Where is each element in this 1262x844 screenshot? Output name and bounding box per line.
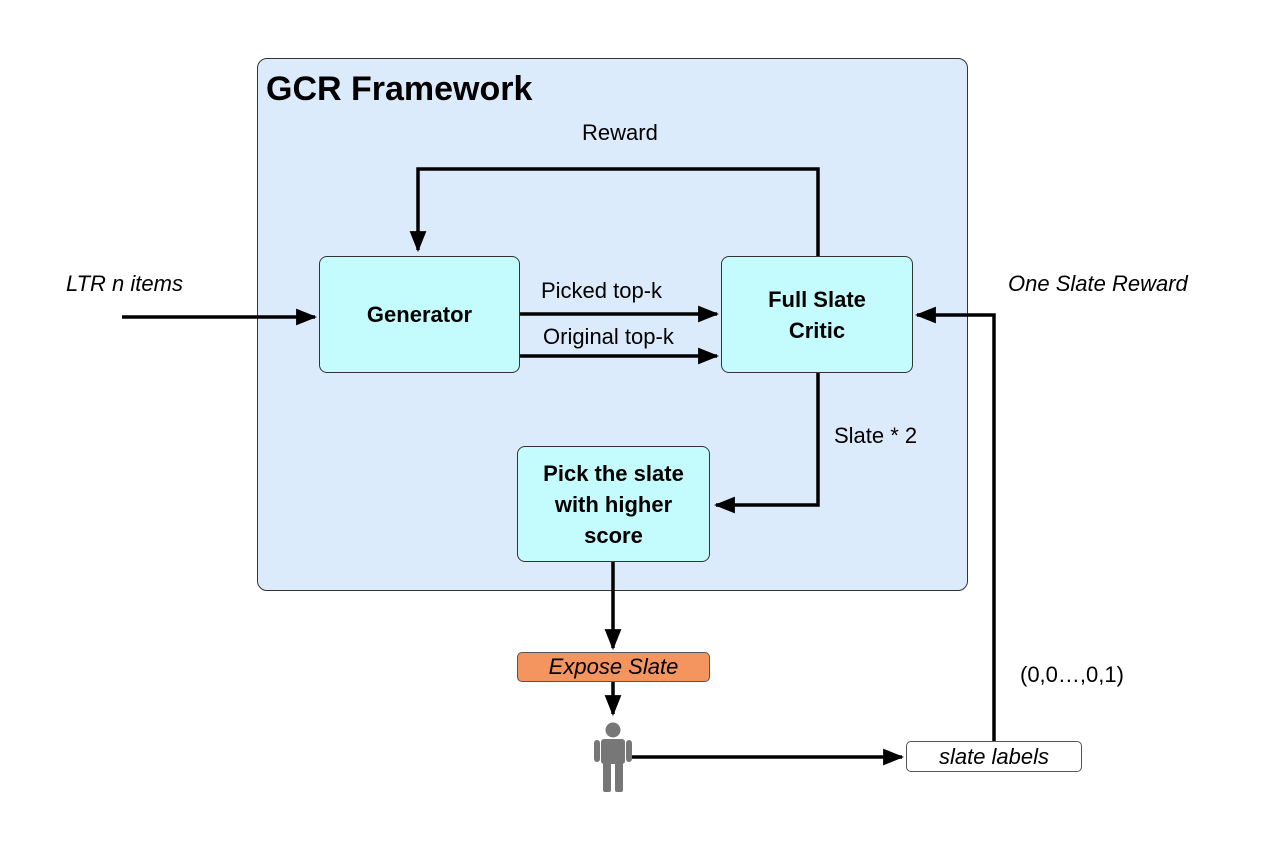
picker-label-line-1: Pick the slate [543,460,684,486]
person-icon [594,722,632,792]
picked-topk-label: Picked top-k [541,278,663,303]
label-vector-label: (0,0…,0,1) [1020,662,1124,687]
critic-label-line-2: Critic [788,317,846,343]
original-topk-label: Original top-k [543,324,674,349]
slate-labels-label: slate labels [938,743,1050,769]
critic-label-line-1: Full Slate [768,286,866,312]
input-label: LTR n items [66,271,183,296]
framework-title: GCR Framework [266,70,533,108]
labels-to-critic-arrow [914,306,996,741]
pick-higher-score-node: Pick the slate with higher score [517,446,710,562]
picker-label: Pick the slate with higher score [543,458,684,551]
expose-slate-label: Expose Slate [548,654,679,679]
generator-node: Generator [319,256,520,373]
reward-loop-arrow [409,167,820,256]
generator-label: Generator [366,302,473,327]
expose-slate-node: Expose Slate [517,652,710,682]
reward-label: Reward [582,120,658,145]
picker-label-line-3: score [584,522,643,548]
slate-x2-label: Slate * 2 [834,423,918,448]
one-slate-reward-label: One Slate Reward [1008,271,1188,296]
full-slate-critic-node: Full Slate Critic [721,256,913,373]
picker-label-line-2: with higher [554,491,673,517]
slate-labels-node: slate labels [906,741,1082,772]
critic-label: Full Slate Critic [768,284,866,346]
slate-x2-arrow [713,373,820,514]
